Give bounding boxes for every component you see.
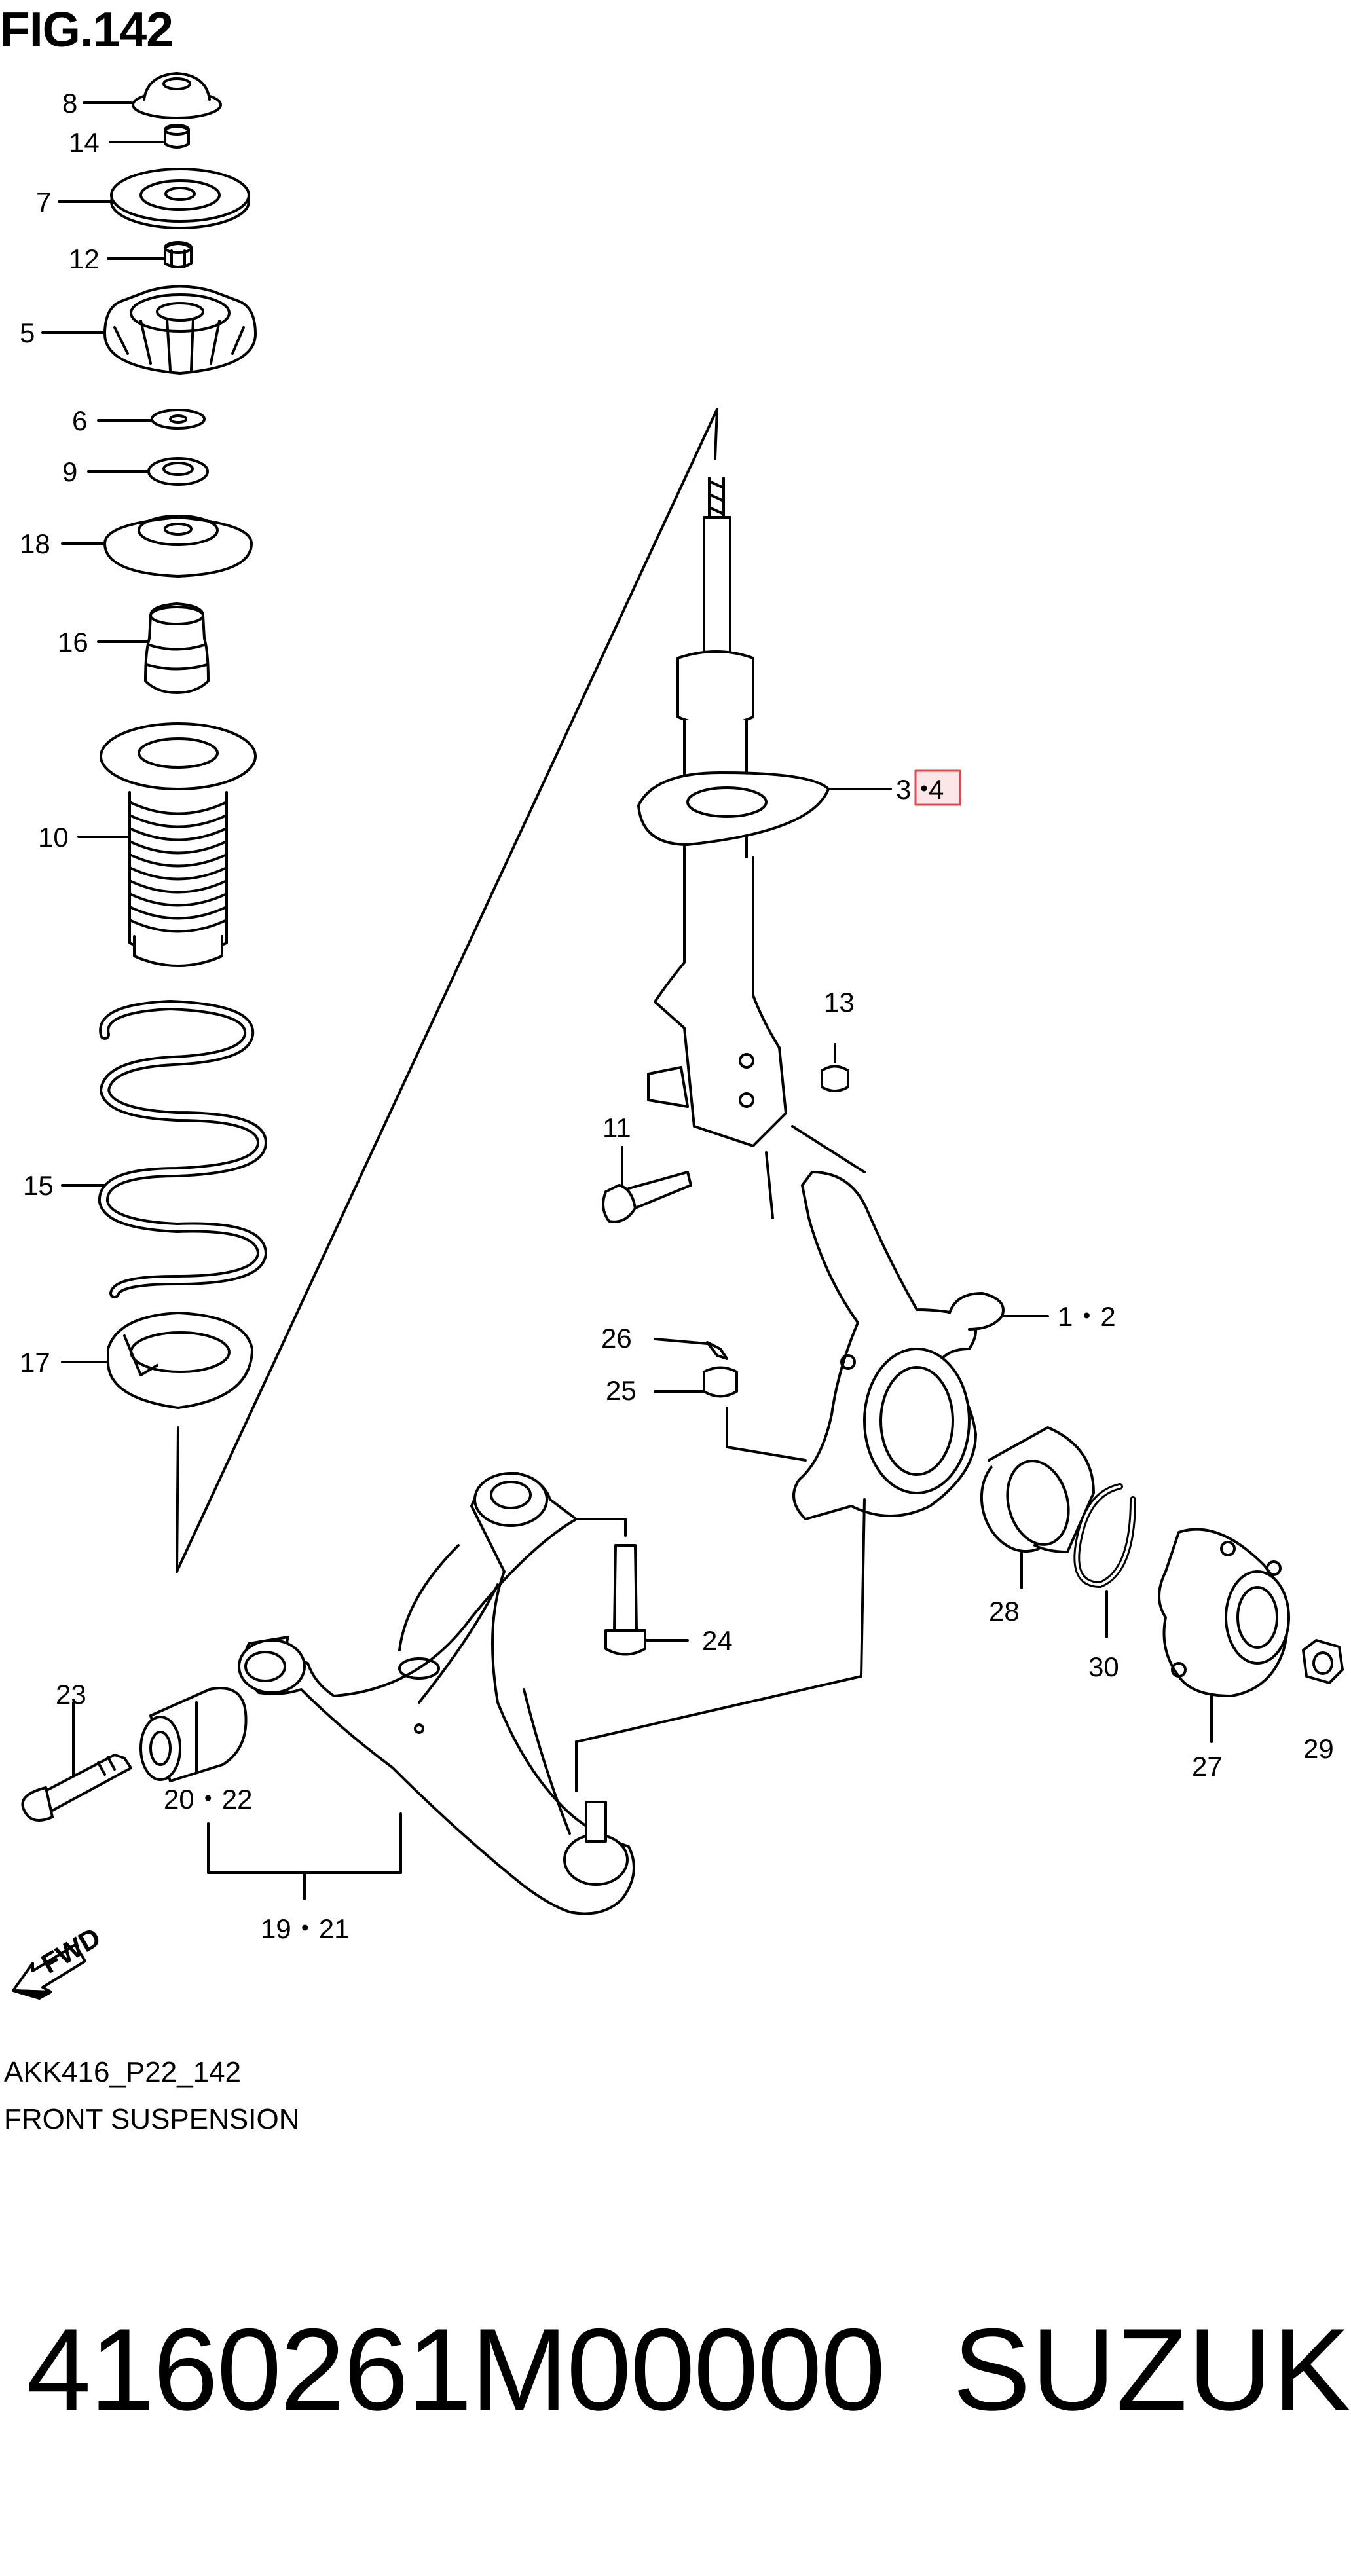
part-17-lower-seat: [107, 1312, 253, 1409]
part-10-dust-boot: [100, 722, 257, 967]
part-13-nut: [821, 1043, 849, 1092]
callout-10: 10: [38, 822, 69, 853]
callout-7: 7: [36, 187, 51, 217]
callout-6: 6: [72, 405, 87, 436]
callout-8: 8: [62, 88, 77, 119]
callout-25: 25: [606, 1375, 637, 1406]
callout-28: 28: [989, 1596, 1020, 1627]
part-1-knuckle: [575, 1171, 1049, 1743]
callout-bracket-lines: [207, 1812, 402, 1900]
callout-9: 9: [62, 456, 77, 487]
highlight-box-part-4: [914, 769, 961, 806]
exploded-view-diagram: FWD 8 14 7 12 5 6 9: [12, 72, 1344, 2000]
part-14-nut: [164, 124, 190, 149]
callout-11: 11: [602, 1113, 631, 1143]
part-11-bolt: [602, 1146, 692, 1223]
part-number: 4160261M00000: [26, 2304, 885, 2435]
part-7-plate: [110, 168, 250, 229]
callout-24: 24: [702, 1625, 733, 1656]
leader-lines: [41, 101, 892, 1363]
callout-15: 15: [23, 1170, 54, 1201]
callout-labels: 8 14 7 12 5 6 9 18 16 10 15 17 3 ・ 4 13 …: [20, 88, 1334, 1944]
callout-3: 3: [896, 774, 911, 805]
part-16-bump-stop: [144, 602, 210, 694]
callout-27: 27: [1192, 1751, 1223, 1782]
part-18-seat: [103, 515, 253, 578]
callout-19-21: 19・21: [261, 1913, 349, 1944]
part-29-hub-nut: [1302, 1639, 1344, 1684]
part-30-snap-ring: [1073, 1483, 1136, 1638]
part-27-hub: [1158, 1528, 1290, 1743]
callout-1-2: 1・2: [1058, 1301, 1116, 1332]
callout-30: 30: [1088, 1651, 1119, 1682]
callout-12: 12: [69, 244, 100, 274]
part-20-bushing: [139, 1687, 248, 1782]
part-26-clip: [654, 1338, 728, 1360]
part-12-nut: [164, 241, 193, 268]
callout-18: 18: [20, 528, 50, 559]
part-9-bearing: [147, 457, 209, 486]
section-name: FRONT SUSPENSION: [4, 2103, 300, 2135]
part-6-washer: [151, 409, 206, 430]
callout-separator-3-4: ・: [910, 774, 938, 805]
callout-14: 14: [69, 127, 100, 158]
callout-13: 13: [824, 987, 855, 1018]
part-28-bearing: [980, 1426, 1095, 1589]
callout-29: 29: [1303, 1733, 1334, 1764]
brand-name: SUZUKI: [953, 2304, 1351, 2435]
callout-4: 4: [929, 774, 944, 805]
callout-17: 17: [20, 1347, 50, 1378]
figure-title: FIG.142: [0, 2, 174, 57]
callout-16: 16: [58, 627, 88, 657]
part-8-cap: [132, 72, 222, 119]
drawing-code: AKK416_P22_142: [4, 2056, 242, 2088]
callout-20-22: 20・22: [164, 1784, 252, 1814]
fwd-arrow-icon: FWD: [12, 1921, 105, 2000]
part-15-coil-spring: [98, 1000, 267, 1298]
callout-23: 23: [56, 1679, 86, 1710]
part-19-control-arm: [238, 1472, 635, 1915]
callout-26: 26: [601, 1323, 632, 1353]
part-23-bolt: [21, 1701, 132, 1822]
strut-assembly: [176, 408, 866, 1573]
part-5-mount: [103, 285, 257, 375]
part-24-bolt: [604, 1544, 689, 1656]
callout-5: 5: [20, 318, 35, 348]
part-25-nut: [654, 1366, 807, 1462]
